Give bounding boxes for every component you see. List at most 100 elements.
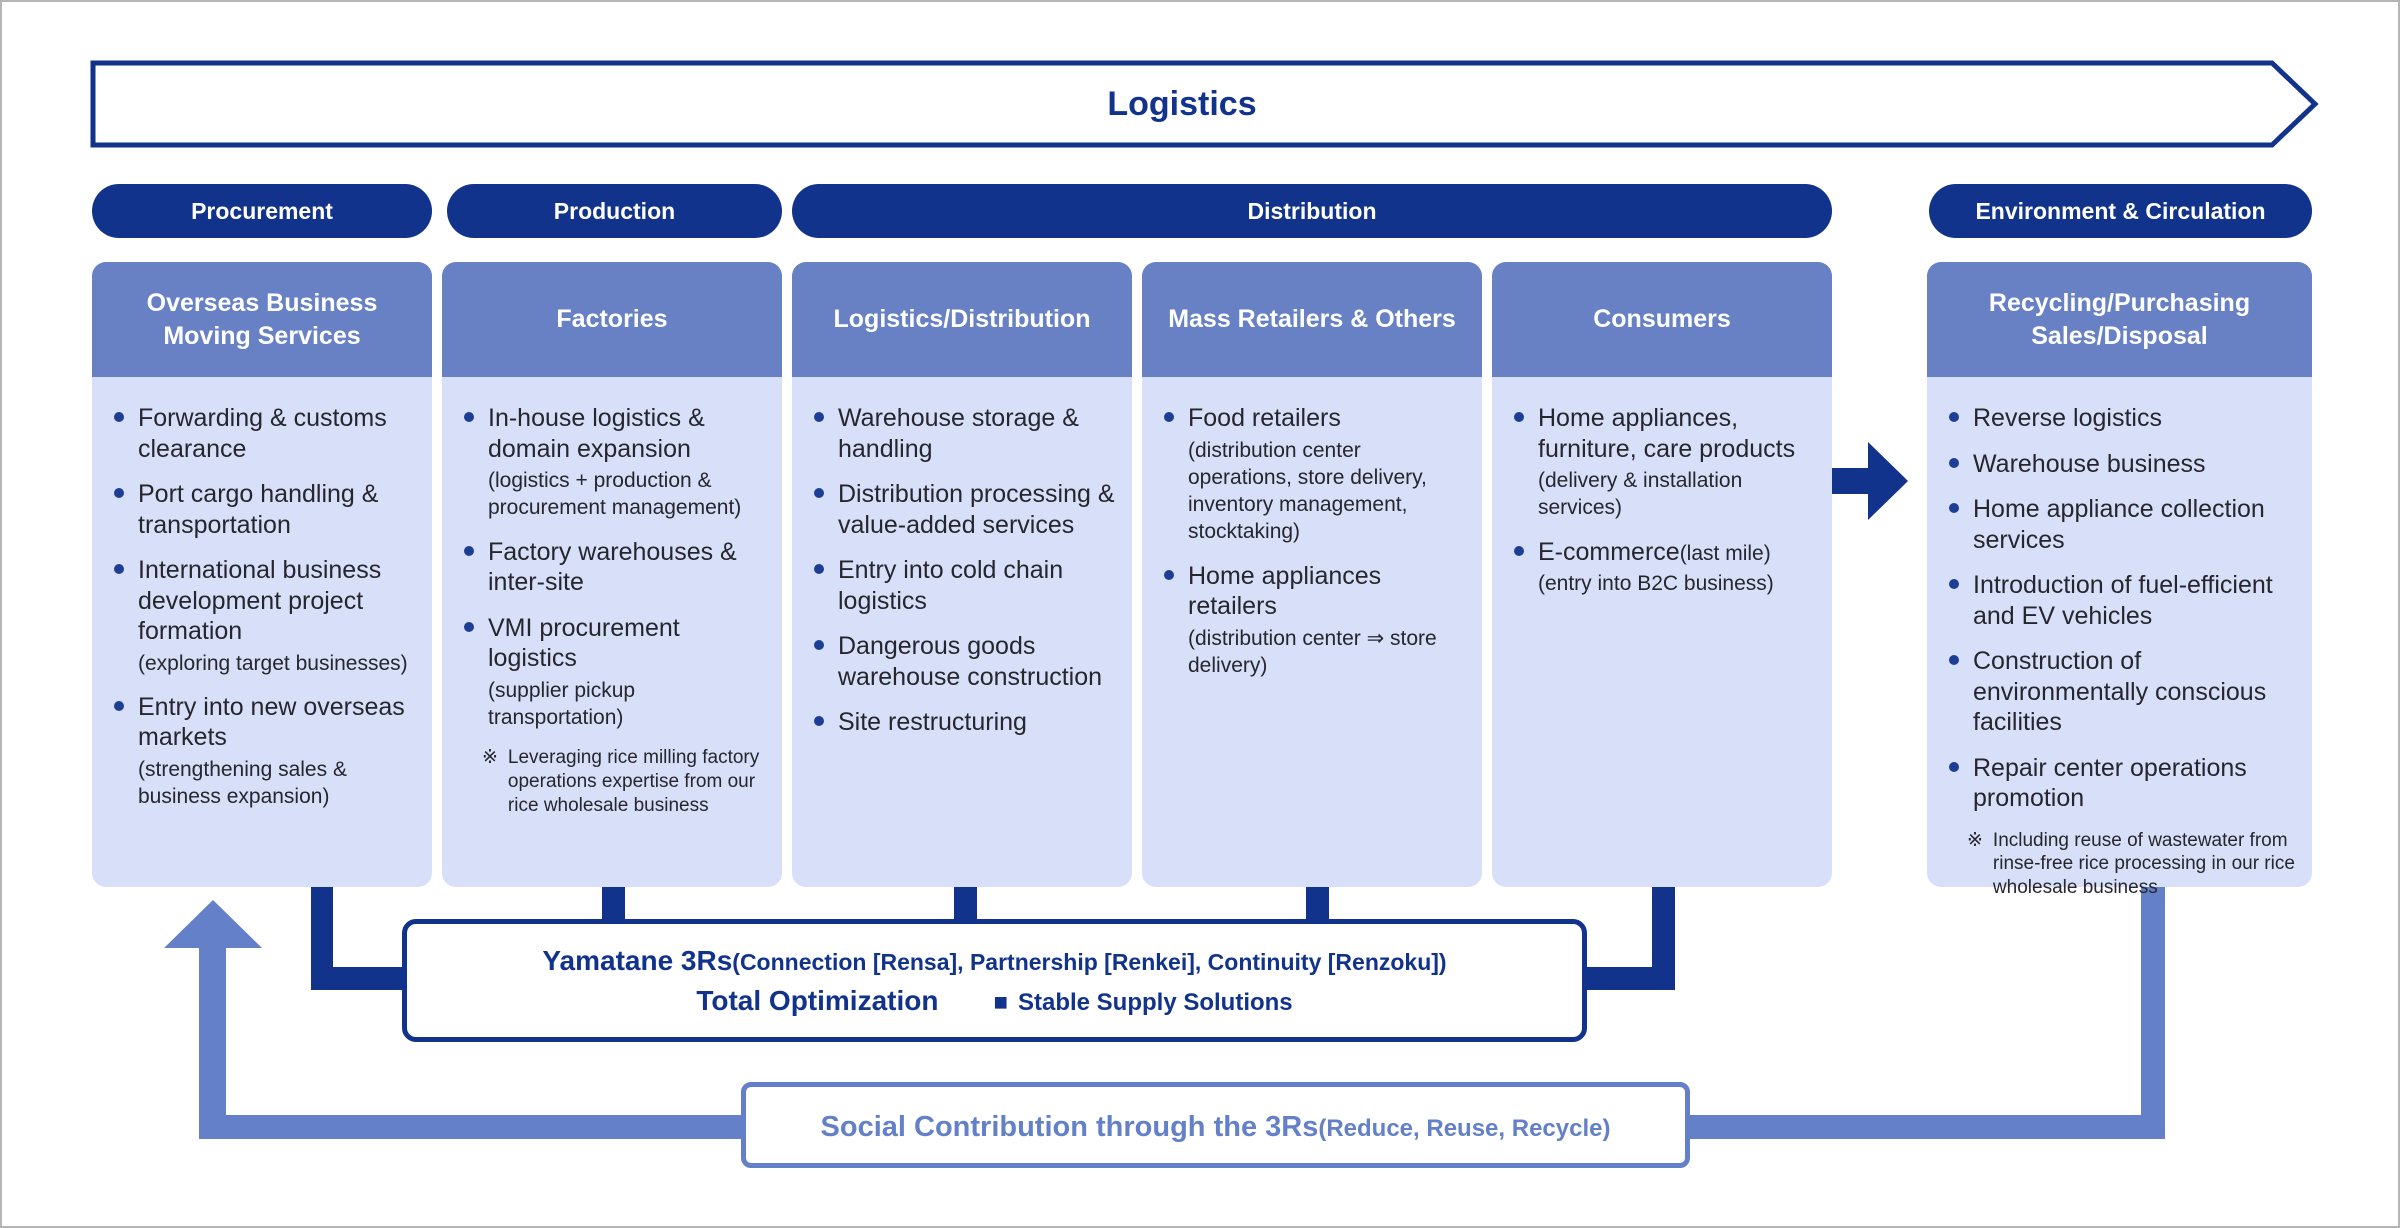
bullet-dot-icon [814,640,824,650]
item-text: Port cargo handling & transportation [138,480,379,539]
bullet-item: Home appliances retailers(distribution c… [1154,561,1468,680]
bullet-item: Construction of environmentally consciou… [1939,646,2298,738]
yamatane-title-sub: (Connection [Rensa], Partnership [Renkei… [732,948,1447,975]
bullet-dot-icon [1949,655,1959,665]
item-sub: (exploring target businesses) [138,651,408,675]
item-text: E-commerce(last mile)(entry into B2C bus… [1538,537,1774,598]
bullet-dot-icon [464,545,474,556]
bullet-item: Distribution processing & value-added se… [804,479,1118,540]
column-card: Logistics/Distribution Warehouse storage… [792,262,1132,887]
bullet-item: Home appliance collection services [1939,494,2298,555]
item-text: Entry into cold chain logistics [838,556,1064,615]
bullet-dot-icon [1949,412,1959,422]
item-text: Home appliance collection services [1973,495,2265,554]
column-header: Recycling/Purchasing Sales/Disposal [1927,262,2312,377]
bullet-item: Port cargo handling & transportation [104,479,418,540]
note-item: ※Including reuse of wastewater from rins… [1939,829,2298,900]
bullet-dot-icon [814,564,824,574]
loop-left-line [199,946,226,1139]
item-text: Food retailers(distribution center opera… [1188,403,1468,546]
column-card: Recycling/Purchasing Sales/Disposal Reve… [1927,262,2312,898]
bullet-item: Warehouse business [1939,449,2298,480]
bullet-item: Home appliances, furniture, care product… [1504,403,1818,522]
total-optimization-label: Total Optimization [696,984,939,1016]
item-sub: (delivery & installation services) [1538,469,1743,520]
bullet-dot-icon [814,716,824,726]
item-text: Entry into new overseas markets(strength… [138,692,418,811]
note-marker: ※ [482,747,498,769]
yamatane-line1: Yamatane 3Rs(Connection [Rensa], Partner… [542,945,1446,977]
item-sub: (logistics + production & procurement ma… [488,469,742,520]
item-sub: (distribution center operations, store d… [1188,438,1427,544]
bullet-item: Food retailers(distribution center opera… [1154,403,1468,546]
bullet-dot-icon [814,488,824,498]
bullet-dot-icon [1514,545,1524,556]
item-text: Home appliances, furniture, care product… [1538,403,1818,522]
bullet-dot-icon [464,621,474,632]
bullet-item: VMI procurement logistics(supplier picku… [454,613,768,732]
item-inline-sub: (last mile) [1679,541,1771,565]
bullet-dot-icon [114,412,124,422]
stable-supply-label: Stable Supply Solutions [1017,988,1293,1016]
bullet-dot-icon [814,412,824,422]
bullet-item: E-commerce(last mile)(entry into B2C bus… [1504,537,1818,598]
social-sub: (Reduce, Reuse, Recycle) [1318,1115,1611,1142]
bullet-item: Introduction of fuel-efficient and EV ve… [1939,570,2298,631]
pill-distribution: Distribution [792,184,1832,238]
bullet-dot-icon [1949,457,1959,468]
bullet-dot-icon [114,700,124,711]
connector [1652,887,1675,990]
item-text: In-house logistics & domain expansion(lo… [488,403,768,522]
connector [311,887,333,990]
column-header: Overseas Business Moving Services [92,262,432,377]
item-sub: (supplier pickup transportation) [488,678,636,729]
column-header: Logistics/Distribution [792,262,1132,377]
bullet-item: Site restructuring [804,707,1118,738]
right-arrow-icon [1832,468,1872,494]
bullet-dot-icon [1164,412,1174,422]
column-body: Home appliances, furniture, care product… [1492,377,1832,887]
right-arrow-head-icon [1868,442,1908,520]
column-header: Consumers [1492,262,1832,377]
column-header: Mass Retailers & Others [1142,262,1482,377]
column-card: Overseas Business Moving Services Forwar… [92,262,432,887]
column-card: Mass Retailers & Others Food retailers(d… [1142,262,1482,887]
page-title: Logistics [1107,85,1257,123]
item-text: Forwarding & customs clearance [138,404,387,463]
item-sub: (distribution center ⇒ store delivery) [1188,626,1437,677]
yamatane-3rs-box: Yamatane 3Rs(Connection [Rensa], Partner… [402,919,1587,1042]
bullet-dot-icon [114,488,124,498]
bullet-item: Forwarding & customs clearance [104,403,418,464]
item-text: Factory warehouses & inter-site [488,537,737,597]
yamatane-title: Yamatane 3Rs [542,944,733,976]
item-text: Leveraging rice milling factory operatio… [507,747,760,816]
item-text: Site restructuring [838,708,1027,736]
bullet-item: Warehouse storage & handling [804,403,1118,464]
item-text: Dangerous goods warehouse construction [838,632,1103,691]
item-text: Repair center operations promotion [1973,753,2247,813]
column-header: Factories [442,262,782,377]
bullet-dot-icon [1949,579,1959,589]
bullet-dot-icon [464,412,474,422]
item-text: Including reuse of wastewater from rinse… [1992,829,2295,899]
item-sub: (strengthening sales & business expansio… [138,757,347,809]
connector [1579,967,1675,990]
bullet-dot-icon [1514,412,1524,422]
item-text: VMI procurement logistics(supplier picku… [488,613,768,732]
bullet-dot-icon [114,564,124,574]
item-text: Distribution processing & value-added se… [838,480,1115,539]
connector [311,967,406,990]
connector [1306,887,1329,921]
item-text: Home appliances retailers(distribution c… [1188,561,1468,680]
loop-right-line [2141,887,2165,1139]
bullet-item: Factory warehouses & inter-site [454,537,768,598]
column-body: In-house logistics & domain expansion(lo… [442,377,782,887]
bullet-item: Repair center operations promotion [1939,753,2298,814]
item-text: Construction of environmentally consciou… [1973,647,2267,736]
bullet-item: Reverse logistics [1939,403,2298,434]
item-text: International business development proje… [138,555,418,677]
yamatane-line2: Total Optimization ■ Stable Supply Solut… [696,985,1292,1017]
item-text: Introduction of fuel-efficient and EV ve… [1973,571,2273,630]
